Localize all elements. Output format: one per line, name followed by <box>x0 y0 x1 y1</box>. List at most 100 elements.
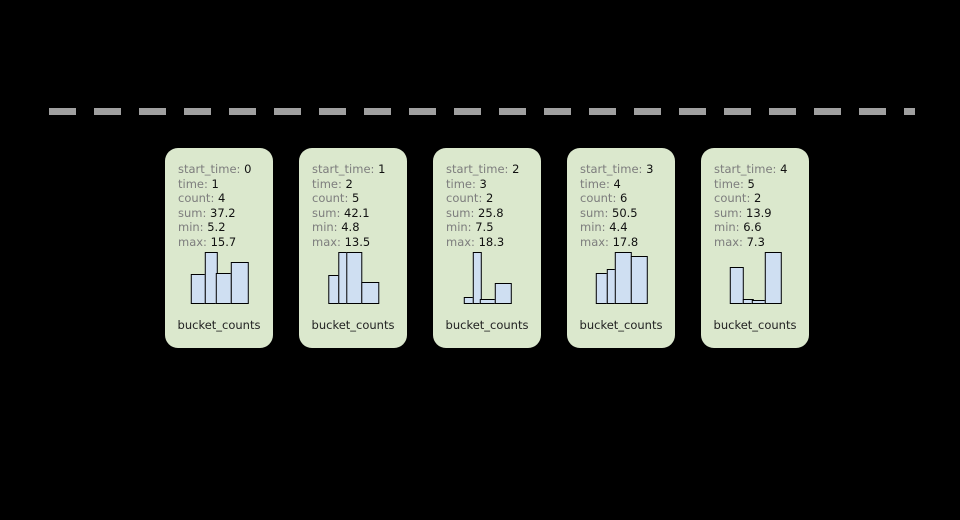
field-value: 3 <box>479 176 487 191</box>
field-value: 17.8 <box>612 234 639 249</box>
field-key: max: <box>446 234 475 249</box>
bucket-bars <box>328 252 380 304</box>
field-start-time: start_time: 2 <box>446 162 541 177</box>
field-key: count: <box>178 191 215 206</box>
field-time: time: 1 <box>178 177 273 192</box>
field-value: 4 <box>217 191 226 206</box>
field-value: 13.9 <box>746 205 772 220</box>
field-key: min: <box>446 220 472 235</box>
field-value: 6 <box>619 191 628 206</box>
field-value: 4.8 <box>341 220 360 235</box>
field-key: start_time: <box>714 162 777 176</box>
bucket-bar <box>630 256 648 304</box>
field-key: sum: <box>714 205 743 220</box>
field-max: max: 18.3 <box>446 235 541 250</box>
bucket-bar <box>615 252 632 304</box>
field-value: 2 <box>753 191 762 206</box>
field-max: max: 7.3 <box>714 235 809 250</box>
field-key: start_time: <box>446 162 509 176</box>
histogram-plot <box>567 250 675 318</box>
field-key: count: <box>312 191 349 206</box>
field-value: 37.2 <box>210 205 236 220</box>
field-key: max: <box>312 234 341 249</box>
field-value: 7.3 <box>746 234 765 249</box>
field-key: min: <box>178 220 204 235</box>
histogram-axis-label: bucket_counts <box>713 318 797 332</box>
field-sum: sum: 37.2 <box>178 206 273 221</box>
bucket-bar <box>346 252 363 304</box>
field-key: sum: <box>446 205 475 220</box>
field-key: start_time: <box>178 162 241 176</box>
bucket-bar <box>494 283 512 304</box>
field-count: count: 4 <box>178 191 273 206</box>
field-sum: sum: 50.5 <box>580 206 675 221</box>
field-key: sum: <box>178 205 207 220</box>
field-sum: sum: 42.1 <box>312 206 407 221</box>
field-min: min: 4.8 <box>312 220 407 235</box>
field-value: 18.3 <box>478 234 505 249</box>
bucket-bar <box>216 272 232 304</box>
field-key: time: <box>446 176 476 191</box>
field-key: max: <box>580 234 609 249</box>
bucket-bar <box>361 282 380 304</box>
field-time: time: 4 <box>580 177 675 192</box>
histogram-plot <box>165 250 273 318</box>
field-sum: sum: 25.8 <box>446 206 541 221</box>
field-min: min: 4.4 <box>580 220 675 235</box>
field-time: time: 5 <box>714 177 809 192</box>
field-value: 4.4 <box>609 220 628 235</box>
field-value: 7.5 <box>475 220 494 235</box>
bucket-bars <box>190 252 249 304</box>
field-time: time: 3 <box>446 177 541 192</box>
field-key: start_time: <box>312 162 375 176</box>
field-key: sum: <box>580 205 609 220</box>
field-max: max: 13.5 <box>312 235 407 250</box>
bucket-bar <box>729 266 744 304</box>
bucket-bar <box>230 262 249 304</box>
field-key: time: <box>714 176 744 191</box>
field-value: 5 <box>351 191 360 206</box>
histogram-axis-label: bucket_counts <box>579 318 663 332</box>
field-value: 1 <box>378 162 386 176</box>
field-count: count: 2 <box>446 191 541 206</box>
field-value: 42.1 <box>344 205 370 220</box>
field-min: min: 7.5 <box>446 220 541 235</box>
field-value: 2 <box>345 176 353 191</box>
field-value: 1 <box>211 176 219 191</box>
field-value: 4 <box>613 176 621 191</box>
bucket-bar <box>764 252 782 304</box>
field-key: count: <box>580 191 617 206</box>
field-start-time: start_time: 0 <box>178 162 273 177</box>
field-value: 15.7 <box>210 234 237 249</box>
field-value: 2 <box>485 191 494 206</box>
field-count: count: 2 <box>714 191 809 206</box>
histogram-axis-label: bucket_counts <box>177 318 261 332</box>
field-value: 2 <box>512 162 520 176</box>
field-start-time: start_time: 1 <box>312 162 407 177</box>
field-key: time: <box>178 176 208 191</box>
field-value: 3 <box>646 162 654 176</box>
field-max: max: 17.8 <box>580 235 675 250</box>
field-time: time: 2 <box>312 177 407 192</box>
field-min: min: 5.2 <box>178 220 273 235</box>
field-value: 6.6 <box>743 220 762 235</box>
histogram-plot <box>299 250 407 318</box>
bucket-bars <box>463 252 512 304</box>
field-value: 13.5 <box>344 234 371 249</box>
field-start-time: start_time: 3 <box>580 162 675 177</box>
field-value: 0 <box>244 162 252 176</box>
histogram-plot <box>701 250 809 318</box>
field-key: min: <box>312 220 338 235</box>
field-count: count: 5 <box>312 191 407 206</box>
